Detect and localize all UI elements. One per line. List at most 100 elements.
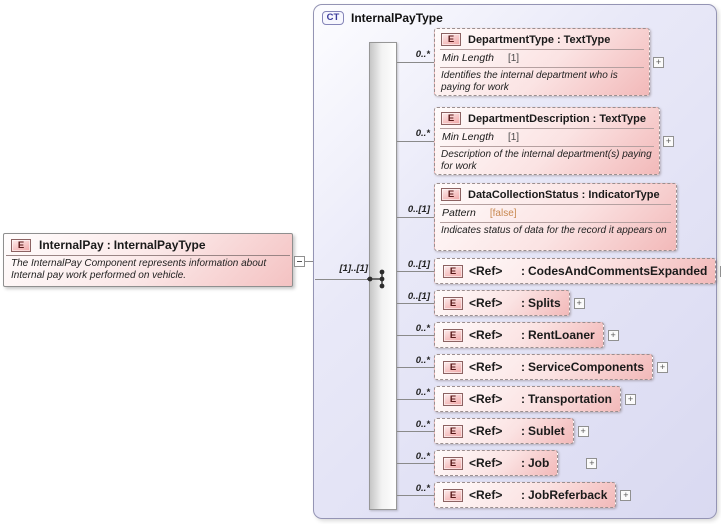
sequence-compositor-icon[interactable] — [365, 268, 391, 290]
element-name: <Ref> — [469, 488, 503, 502]
element-header: E DepartmentDescription:TextType — [435, 108, 659, 127]
child-element-row: 0..* E <Ref> :Sublet + — [397, 418, 713, 444]
expand-icon[interactable]: + — [577, 425, 589, 437]
element-annotation: Identifies the internal department who i… — [441, 70, 618, 93]
expand-icon[interactable]: + — [620, 489, 632, 501]
element-name: <Ref> — [469, 328, 503, 342]
element-title: :CodesAndCommentsExpanded — [521, 262, 707, 280]
element-badge-icon: E — [443, 456, 463, 470]
connector-line — [397, 141, 434, 142]
root-element-type: InternalPayType — [113, 238, 206, 252]
connector-line — [305, 261, 314, 262]
cardinality-label: [1]..[1] — [339, 263, 369, 274]
element-box[interactable]: E <Ref> :Transportation — [434, 386, 622, 412]
child-element-row: 0..* E DepartmentDescription:TextType Mi… — [397, 107, 713, 175]
element-badge-icon: E — [441, 188, 461, 201]
connector-line — [397, 399, 434, 400]
connector-line — [397, 367, 434, 368]
root-element-name: InternalPay — [39, 238, 104, 252]
facet-row: Min Length [1] — [440, 49, 644, 68]
connector-line — [397, 303, 434, 304]
cardinality-label: 0..[1] — [407, 259, 430, 270]
complex-type-header: CT InternalPayType — [322, 11, 443, 25]
element-title: :JobReferback — [521, 486, 607, 504]
element-badge-icon: E — [443, 424, 463, 438]
element-type: Sublet — [528, 424, 565, 438]
element-name: DepartmentType — [468, 33, 554, 46]
complex-type-container[interactable]: CT InternalPayType [1]..[1] 0..* E Depar… — [313, 4, 721, 519]
type-separator: : — [521, 264, 525, 278]
complex-type-badge-icon: CT — [322, 11, 344, 25]
element-annotation: Indicates status of data for the record … — [441, 225, 667, 236]
element-box[interactable]: E <Ref> :JobReferback — [434, 482, 617, 508]
child-element-row: 0..* E <Ref> :Transportation + — [397, 386, 713, 412]
element-box[interactable]: E <Ref> :Sublet — [434, 418, 574, 444]
element-title: DataCollectionStatus:IndicatorType — [468, 189, 660, 201]
connector-line — [397, 217, 434, 218]
element-name: <Ref> — [469, 392, 503, 406]
connector-line — [397, 271, 434, 272]
facet-value: [1] — [507, 132, 520, 143]
type-separator: : — [521, 360, 525, 374]
element-type: IndicatorType — [588, 188, 660, 201]
element-box[interactable]: E <Ref> :Job — [434, 450, 559, 476]
element-header: E DataCollectionStatus:IndicatorType — [435, 184, 676, 203]
element-badge-icon: E — [443, 360, 463, 374]
type-separator: : — [521, 424, 525, 438]
expand-icon[interactable]: + — [653, 57, 664, 68]
facet-value: [1] — [507, 53, 520, 64]
facet-value: [false] — [489, 208, 517, 219]
child-element-row: 0..* E <Ref> :RentLoaner + — [397, 322, 713, 348]
cardinality-label: 0..* — [415, 419, 430, 430]
type-separator: : — [106, 238, 111, 252]
element-type: JobReferback — [528, 488, 608, 502]
type-separator: : — [521, 296, 525, 310]
child-element-row: 0..[1] E DataCollectionStatus:IndicatorT… — [397, 183, 713, 251]
connector-line — [397, 495, 434, 496]
type-separator: : — [556, 33, 561, 46]
cardinality-label: 0..* — [415, 483, 430, 494]
cardinality-label: 0..* — [415, 128, 430, 139]
element-box[interactable]: E <Ref> :ServiceComponents — [434, 354, 654, 380]
type-separator: : — [581, 188, 586, 201]
element-name: <Ref> — [469, 424, 503, 438]
element-type: RentLoaner — [528, 328, 595, 342]
connector-line — [397, 62, 434, 63]
type-separator: : — [521, 392, 525, 406]
expand-icon[interactable]: + — [607, 329, 619, 341]
element-name: <Ref> — [469, 456, 503, 470]
element-annotation: Description of the internal department(s… — [441, 149, 652, 172]
expand-icon[interactable]: + — [663, 136, 674, 147]
element-badge-icon: E — [443, 392, 463, 406]
cardinality-label: 0..* — [415, 355, 430, 366]
element-title: :Sublet — [521, 422, 565, 440]
element-name: DepartmentDescription — [468, 112, 590, 125]
root-element-box[interactable]: E InternalPay:InternalPayType The Intern… — [3, 233, 293, 287]
element-badge-icon: E — [443, 488, 463, 502]
element-box[interactable]: E DepartmentDescription:TextType Min Len… — [434, 107, 660, 175]
divider — [6, 255, 290, 256]
cardinality-label: 0..[1] — [407, 204, 430, 215]
connector-line — [397, 463, 434, 464]
element-name: <Ref> — [469, 360, 503, 374]
expand-icon[interactable]: + — [657, 361, 669, 373]
element-box[interactable]: E <Ref> :Splits — [434, 290, 570, 316]
complex-type-title: InternalPayType — [351, 11, 443, 25]
element-box[interactable]: E <Ref> :CodesAndCommentsExpanded — [434, 258, 717, 284]
element-badge-icon: E — [443, 264, 463, 278]
expand-icon[interactable]: + — [625, 393, 637, 405]
element-box[interactable]: E DataCollectionStatus:IndicatorType Pat… — [434, 183, 677, 251]
element-box[interactable]: E DepartmentType:TextType Min Length [1]… — [434, 28, 650, 96]
element-box[interactable]: E <Ref> :RentLoaner — [434, 322, 604, 348]
element-header: E DepartmentType:TextType — [435, 29, 649, 48]
expand-icon[interactable]: + — [586, 457, 598, 469]
collapse-icon[interactable] — [294, 256, 305, 267]
cardinality-label: 0..* — [415, 323, 430, 334]
expand-icon[interactable]: + — [573, 297, 585, 309]
element-name: <Ref> — [469, 296, 503, 310]
sequence-bar[interactable] — [369, 42, 397, 510]
connector-line — [397, 335, 434, 336]
element-type: TextType — [599, 112, 646, 125]
element-type: ServiceComponents — [528, 360, 645, 374]
